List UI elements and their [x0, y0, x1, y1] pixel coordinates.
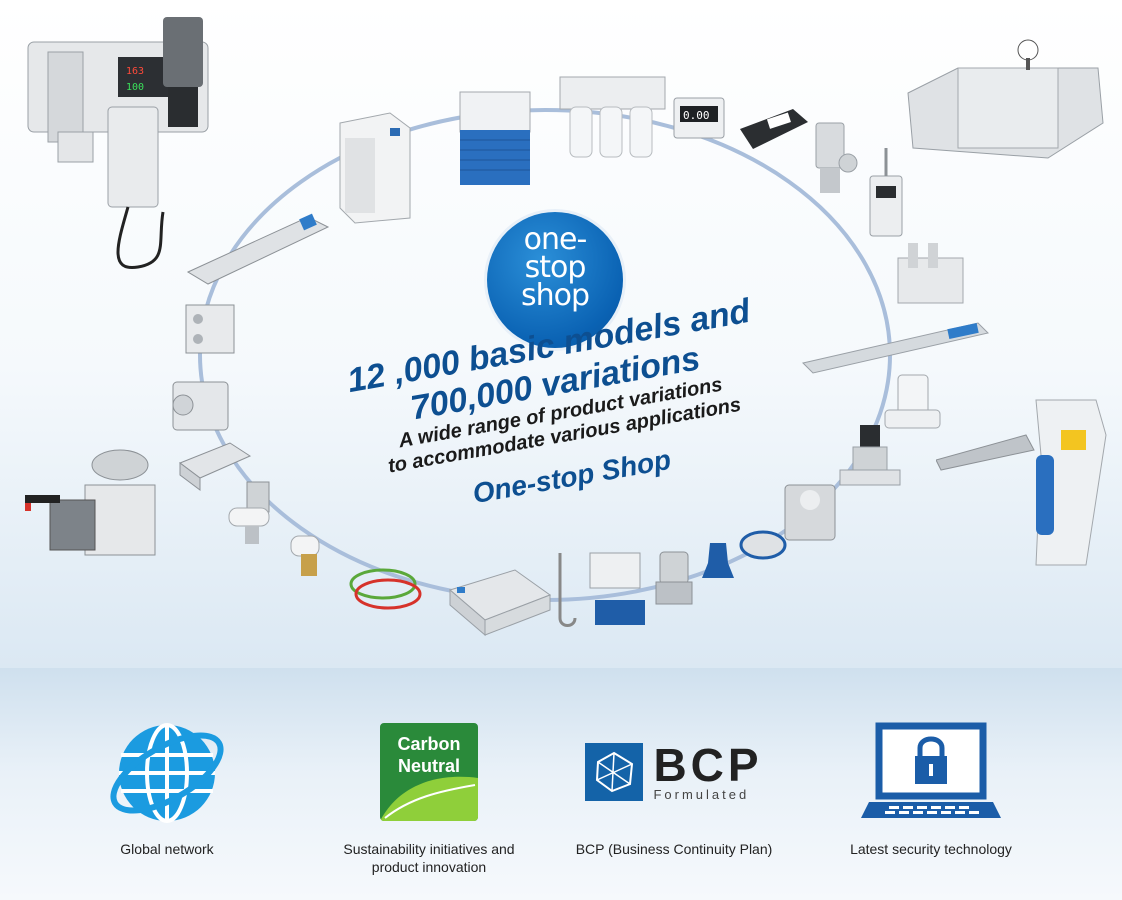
electro-pneumatic-regulator-image	[869, 148, 903, 237]
svg-text:163: 163	[126, 66, 144, 77]
speed-controller-image	[228, 481, 270, 544]
globe-icon	[109, 722, 224, 823]
filter-regulator-image	[559, 76, 666, 158]
bcp-subtitle: Formulated	[653, 786, 750, 802]
network-polygon-icon	[585, 743, 644, 801]
laptop-lock-icon	[861, 722, 1001, 818]
solenoid-manifold-image	[448, 569, 552, 637]
logo-line-2: stop	[524, 250, 587, 285]
flow-switch-image	[740, 109, 808, 149]
feature-label: Sustainability initiatives and product i…	[343, 841, 515, 875]
vacuum-valve-image	[815, 122, 858, 193]
valve-manifold-image	[897, 243, 964, 304]
leaf-icon	[380, 776, 478, 821]
elbow-fitting-image	[290, 535, 320, 576]
suction-pad-image	[739, 530, 787, 560]
svg-text:0.00: 0.00	[683, 109, 710, 122]
logo-line-3: shop	[520, 278, 590, 313]
feature-label: Global network	[120, 841, 214, 857]
badge-carbon: Carbon	[397, 734, 461, 754]
feature-global-network: Global network	[62, 712, 272, 858]
feature-sustainability: Carbon Neutral Sustainability initiative…	[324, 712, 534, 876]
air-preparation-unit-image: 163 100	[27, 17, 209, 269]
chiller-image	[459, 91, 531, 185]
pressure-switch-image: 0.00	[673, 97, 725, 139]
badge-neutral: Neutral	[397, 756, 460, 776]
logo-line-1: one-	[523, 222, 588, 257]
air-dryer-image	[339, 112, 411, 224]
carbon-neutral-badge: Carbon Neutral	[380, 723, 478, 821]
vacuum-ejector-image	[784, 484, 836, 541]
vacuum-pad-image	[702, 543, 734, 578]
electric-actuator-image	[186, 213, 330, 285]
tubing-image	[349, 568, 422, 610]
electric-gripper-motor-image	[25, 449, 156, 556]
air-gripper-image	[178, 442, 252, 491]
compact-cylinder-image	[172, 381, 229, 431]
bcp-title: BCP	[653, 738, 763, 791]
booster-regulator-image	[907, 39, 1104, 159]
solenoid-valve-image	[655, 551, 693, 605]
bcp-logo: BCP Formulated	[585, 738, 763, 802]
one-stop-shop-logo: one- stop shop	[487, 212, 623, 348]
controller-image	[558, 552, 645, 627]
feature-security: Latest security technology	[826, 712, 1036, 858]
feature-label: Latest security technology	[850, 841, 1012, 857]
chemical-valve-image	[884, 374, 941, 429]
precision-regulator-image	[839, 425, 901, 486]
feature-bcp: BCP Formulated BCP (Business Continuity …	[569, 712, 779, 858]
air-gun-image	[936, 399, 1107, 566]
feature-label: BCP (Business Continuity Plan)	[575, 841, 773, 857]
guided-cylinder-image	[185, 304, 235, 354]
ionizer-bar-image	[802, 322, 989, 374]
svg-text:100: 100	[126, 82, 144, 93]
